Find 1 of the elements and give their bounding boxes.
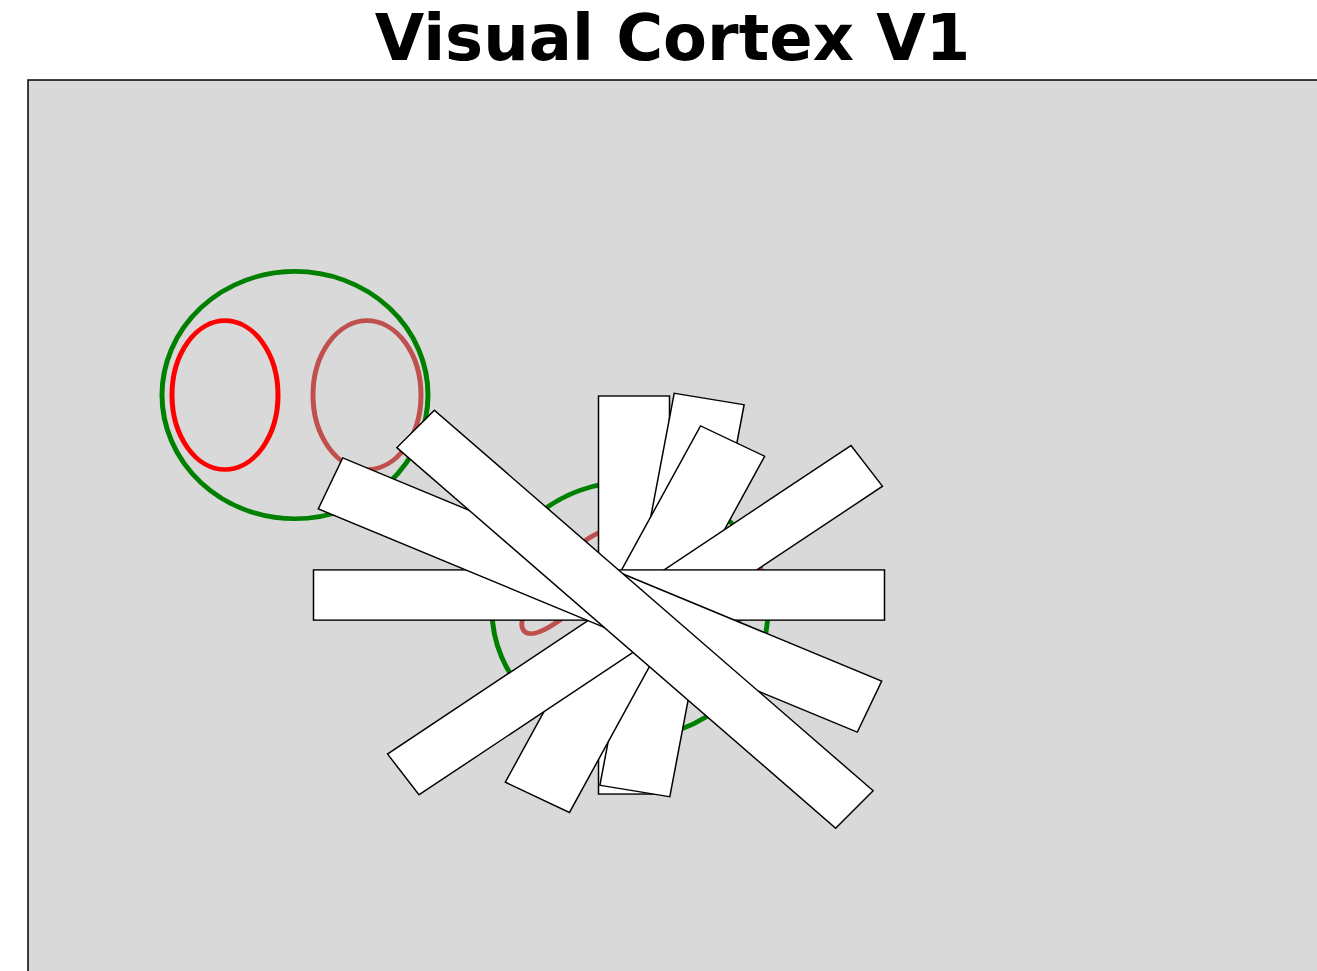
diagram-title: Visual Cortex V1 bbox=[374, 0, 971, 76]
